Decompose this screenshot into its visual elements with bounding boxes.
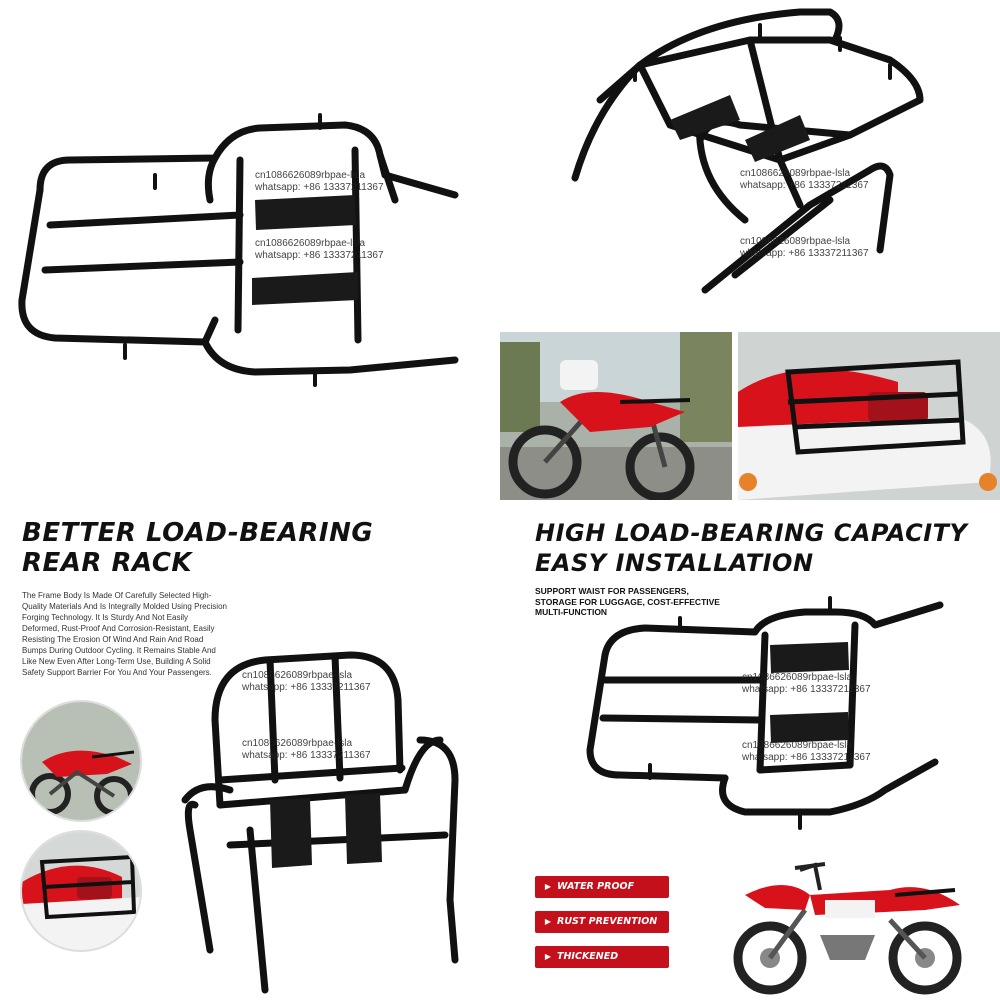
motorcycle-image — [725, 850, 980, 1000]
watermark: cn1086626089rbpae-lsla whatsapp: +86 133… — [242, 670, 371, 694]
rack-closeup-thumbnail — [20, 830, 142, 952]
motorcycle-photo — [500, 332, 732, 500]
rear-rack-angled-image — [571, 8, 924, 294]
watermark: cn1086626089rbpae-lsla whatsapp: +86 133… — [740, 168, 869, 192]
watermark-line1: cn1086626089rbpae-lsla — [255, 238, 366, 249]
feature-badge-water-proof: ▶ WATER PROOF — [535, 876, 669, 898]
watermark-line2: whatsapp: +86 13337211367 — [740, 248, 869, 259]
watermark-line1: cn1086626089rbpae-lsla — [740, 168, 851, 179]
watermark: cn1086626089rbpae-lsla whatsapp: +86 133… — [255, 170, 384, 194]
right-headline: HIGH LOAD-BEARING CAPACITY EASY INSTALLA… — [535, 518, 967, 578]
left-description: The Frame Body Is Made Of Carefully Sele… — [22, 591, 227, 677]
right-headline-line1: HIGH LOAD-BEARING CAPACITY — [535, 519, 968, 547]
feature-badge-thickened-material: ▶THICKENED MATERIAL — [535, 946, 669, 984]
left-headline-line1: BETTER LOAD-BEARING — [22, 518, 374, 548]
left-headline-line2: REAR RACK — [22, 548, 193, 578]
feature-label: RUST PREVENTION — [557, 916, 658, 927]
play-arrow-icon: ▶ — [544, 952, 552, 961]
watermark: cn1086626089rbpae-lsla whatsapp: +86 133… — [740, 236, 869, 260]
watermark-line2: whatsapp: +86 13337211367 — [242, 682, 371, 693]
watermark: cn1086626089rbpae-lsla whatsapp: +86 133… — [242, 738, 371, 762]
watermark-line1: cn1086626089rbpae-lsla — [255, 170, 366, 181]
rear-rack-side-view — [565, 590, 1000, 840]
watermark-line2: whatsapp: +86 13337211367 — [255, 182, 384, 193]
watermark-line1: cn1086626089rbpae-lsla — [742, 740, 853, 751]
right-headline-line2: EASY INSTALLATION — [535, 549, 814, 577]
play-arrow-icon: ▶ — [544, 917, 552, 926]
top-left-product-panel: cn1086626089rbpae-lsla whatsapp: +86 133… — [0, 0, 500, 500]
watermark: cn1086626089rbpae-lsla whatsapp: +86 133… — [742, 740, 871, 764]
feature-badge-rust-prevention: ▶ RUST PREVENTION — [535, 911, 669, 933]
feature-label: THICKENED MATERIAL — [535, 951, 619, 984]
watermark-line1: cn1086626089rbpae-lsla — [242, 670, 353, 681]
watermark-line1: cn1086626089rbpae-lsla — [742, 672, 853, 683]
watermark-line2: whatsapp: +86 13337211367 — [740, 180, 869, 191]
play-arrow-icon: ▶ — [544, 882, 552, 891]
watermark-line2: whatsapp: +86 13337211367 — [242, 750, 371, 761]
watermark-line1: cn1086626089rbpae-lsla — [740, 236, 851, 247]
left-headline: BETTER LOAD-BEARING REAR RACK — [22, 518, 373, 578]
watermark-line1: cn1086626089rbpae-lsla — [242, 738, 353, 749]
rear-rack-front-view — [170, 630, 500, 1000]
watermark-line2: whatsapp: +86 13337211367 — [255, 250, 384, 261]
top-right-product-panel: cn1086626089rbpae-lsla whatsapp: +86 133… — [500, 0, 1000, 330]
watermark: cn1086626089rbpae-lsla whatsapp: +86 133… — [255, 238, 384, 262]
watermark-line2: whatsapp: +86 13337211367 — [742, 684, 871, 695]
rear-rack-image — [18, 113, 459, 387]
motorcycle-thumbnail — [20, 700, 142, 822]
watermark: cn1086626089rbpae-lsla whatsapp: +86 133… — [742, 672, 871, 696]
right-tagline: SUPPORT WAIST FOR PASSENGERS, STORAGE FO… — [535, 586, 720, 617]
feature-label: WATER PROOF — [557, 881, 635, 892]
rack-installed-photo — [738, 332, 1000, 500]
watermark-line2: whatsapp: +86 13337211367 — [742, 752, 871, 763]
